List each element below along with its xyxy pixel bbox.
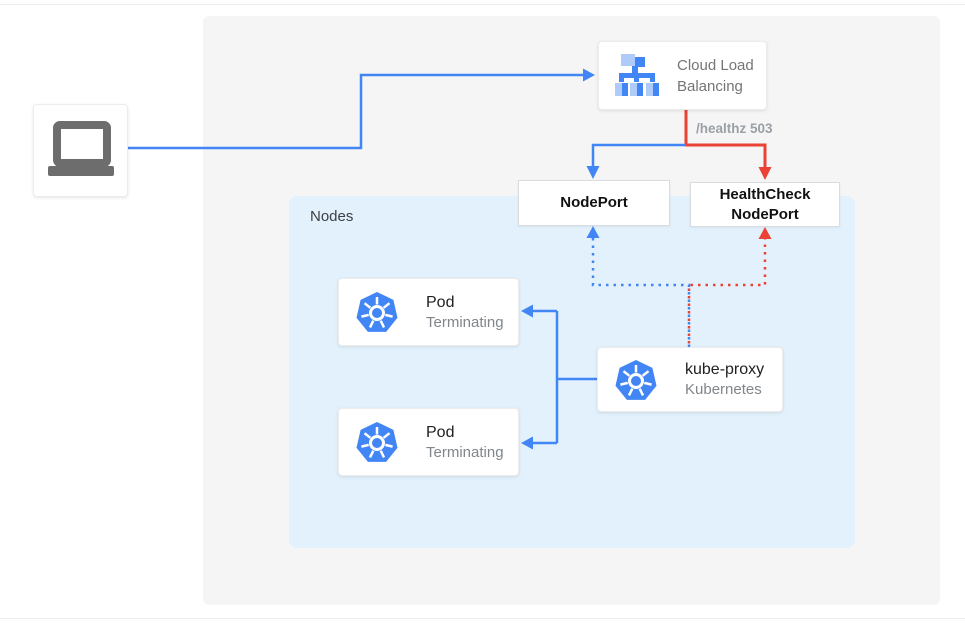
pod-status: Terminating [426, 313, 504, 331]
kubernetes-helm-icon [356, 292, 398, 332]
kube-proxy-card: kube-proxy Kubernetes [597, 347, 783, 412]
healthcheck-nodeport-box: HealthCheck NodePort [690, 182, 840, 227]
pod-title: Pod [426, 423, 455, 441]
healthz-label: /healthz 503 [696, 121, 773, 136]
pod-card: Pod Terminating [338, 278, 519, 346]
pod-card: Pod Terminating [338, 408, 519, 476]
top-hairline [0, 4, 965, 5]
kubernetes-helm-icon [356, 422, 398, 462]
healthcheck-nodeport-label-line2: NodePort [731, 205, 799, 223]
bottom-hairline [0, 618, 965, 619]
kubernetes-helm-icon [615, 359, 657, 400]
kube-proxy-title: kube-proxy [685, 361, 765, 378]
cloud-load-balancing-label-line1: Cloud Load [677, 56, 754, 74]
cloud-load-balancing-card: Cloud Load Balancing [598, 41, 767, 110]
nodeport-box: NodePort [518, 180, 670, 226]
pod-status: Terminating [426, 443, 504, 461]
nodeport-label: NodePort [560, 194, 628, 211]
laptop-icon [47, 120, 114, 176]
healthcheck-nodeport-label-line1: HealthCheck [719, 185, 811, 203]
kube-proxy-subtitle: Kubernetes [685, 381, 762, 398]
client-device-card [33, 104, 128, 197]
cloud-load-balancing-label-line2: Balancing [677, 77, 743, 95]
pod-title: Pod [426, 293, 455, 311]
cloud-load-balancing-icon [615, 53, 659, 96]
nodes-label: Nodes [310, 208, 354, 225]
